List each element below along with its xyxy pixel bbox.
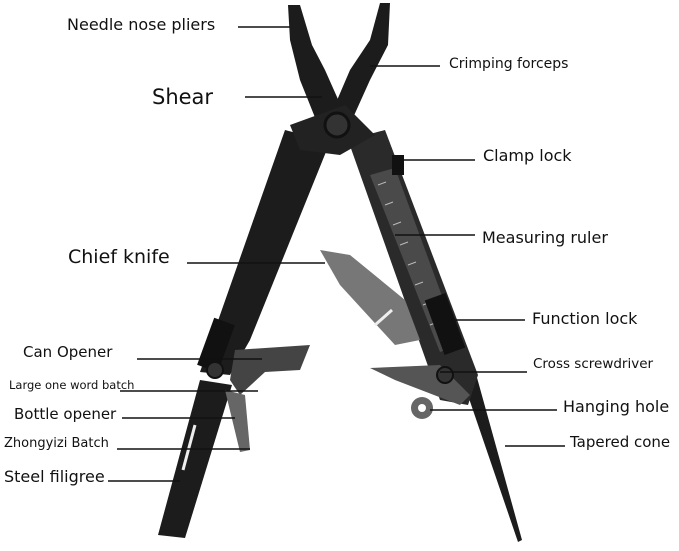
can-opener-part <box>230 345 310 395</box>
tapered-cone <box>462 374 522 542</box>
function-lock-part <box>424 292 466 356</box>
label-zhongyizi-batch: Zhongyizi Batch <box>4 436 109 451</box>
lower-pivot-left <box>206 361 224 379</box>
label-function-lock: Function lock <box>532 309 638 328</box>
label-crimping-forceps: Crimping forceps <box>449 56 569 72</box>
label-hanging-hole: Hanging hole <box>563 397 670 416</box>
label-chief-knife: Chief knife <box>68 246 170 268</box>
left-handle <box>200 130 330 375</box>
label-bottle-opener: Bottle opener <box>14 405 117 423</box>
label-measuring-ruler: Measuring ruler <box>482 228 608 247</box>
bottle-opener-part <box>225 390 250 452</box>
label-needle-nose-pliers: Needle nose pliers <box>67 15 216 34</box>
label-steel-filigree: Steel filigree <box>4 467 105 486</box>
clamp-lock-part <box>392 155 404 175</box>
label-tapered-cone: Tapered cone <box>570 433 671 451</box>
label-large-one-word-batch: Large one word batch <box>9 378 135 392</box>
pivot-screw <box>323 111 351 139</box>
left-jaw <box>288 5 345 130</box>
label-shear: Shear <box>152 85 214 109</box>
leader-lines <box>108 26 565 482</box>
steel-filigree-blade <box>158 380 232 538</box>
label-can-opener: Can Opener <box>23 343 113 361</box>
label-cross-screwdriver: Cross screwdriver <box>533 356 654 372</box>
chief-knife-blade <box>320 250 420 345</box>
label-clamp-lock: Clamp lock <box>483 146 572 165</box>
right-jaw <box>332 3 390 120</box>
lower-pivot-right <box>436 366 454 384</box>
